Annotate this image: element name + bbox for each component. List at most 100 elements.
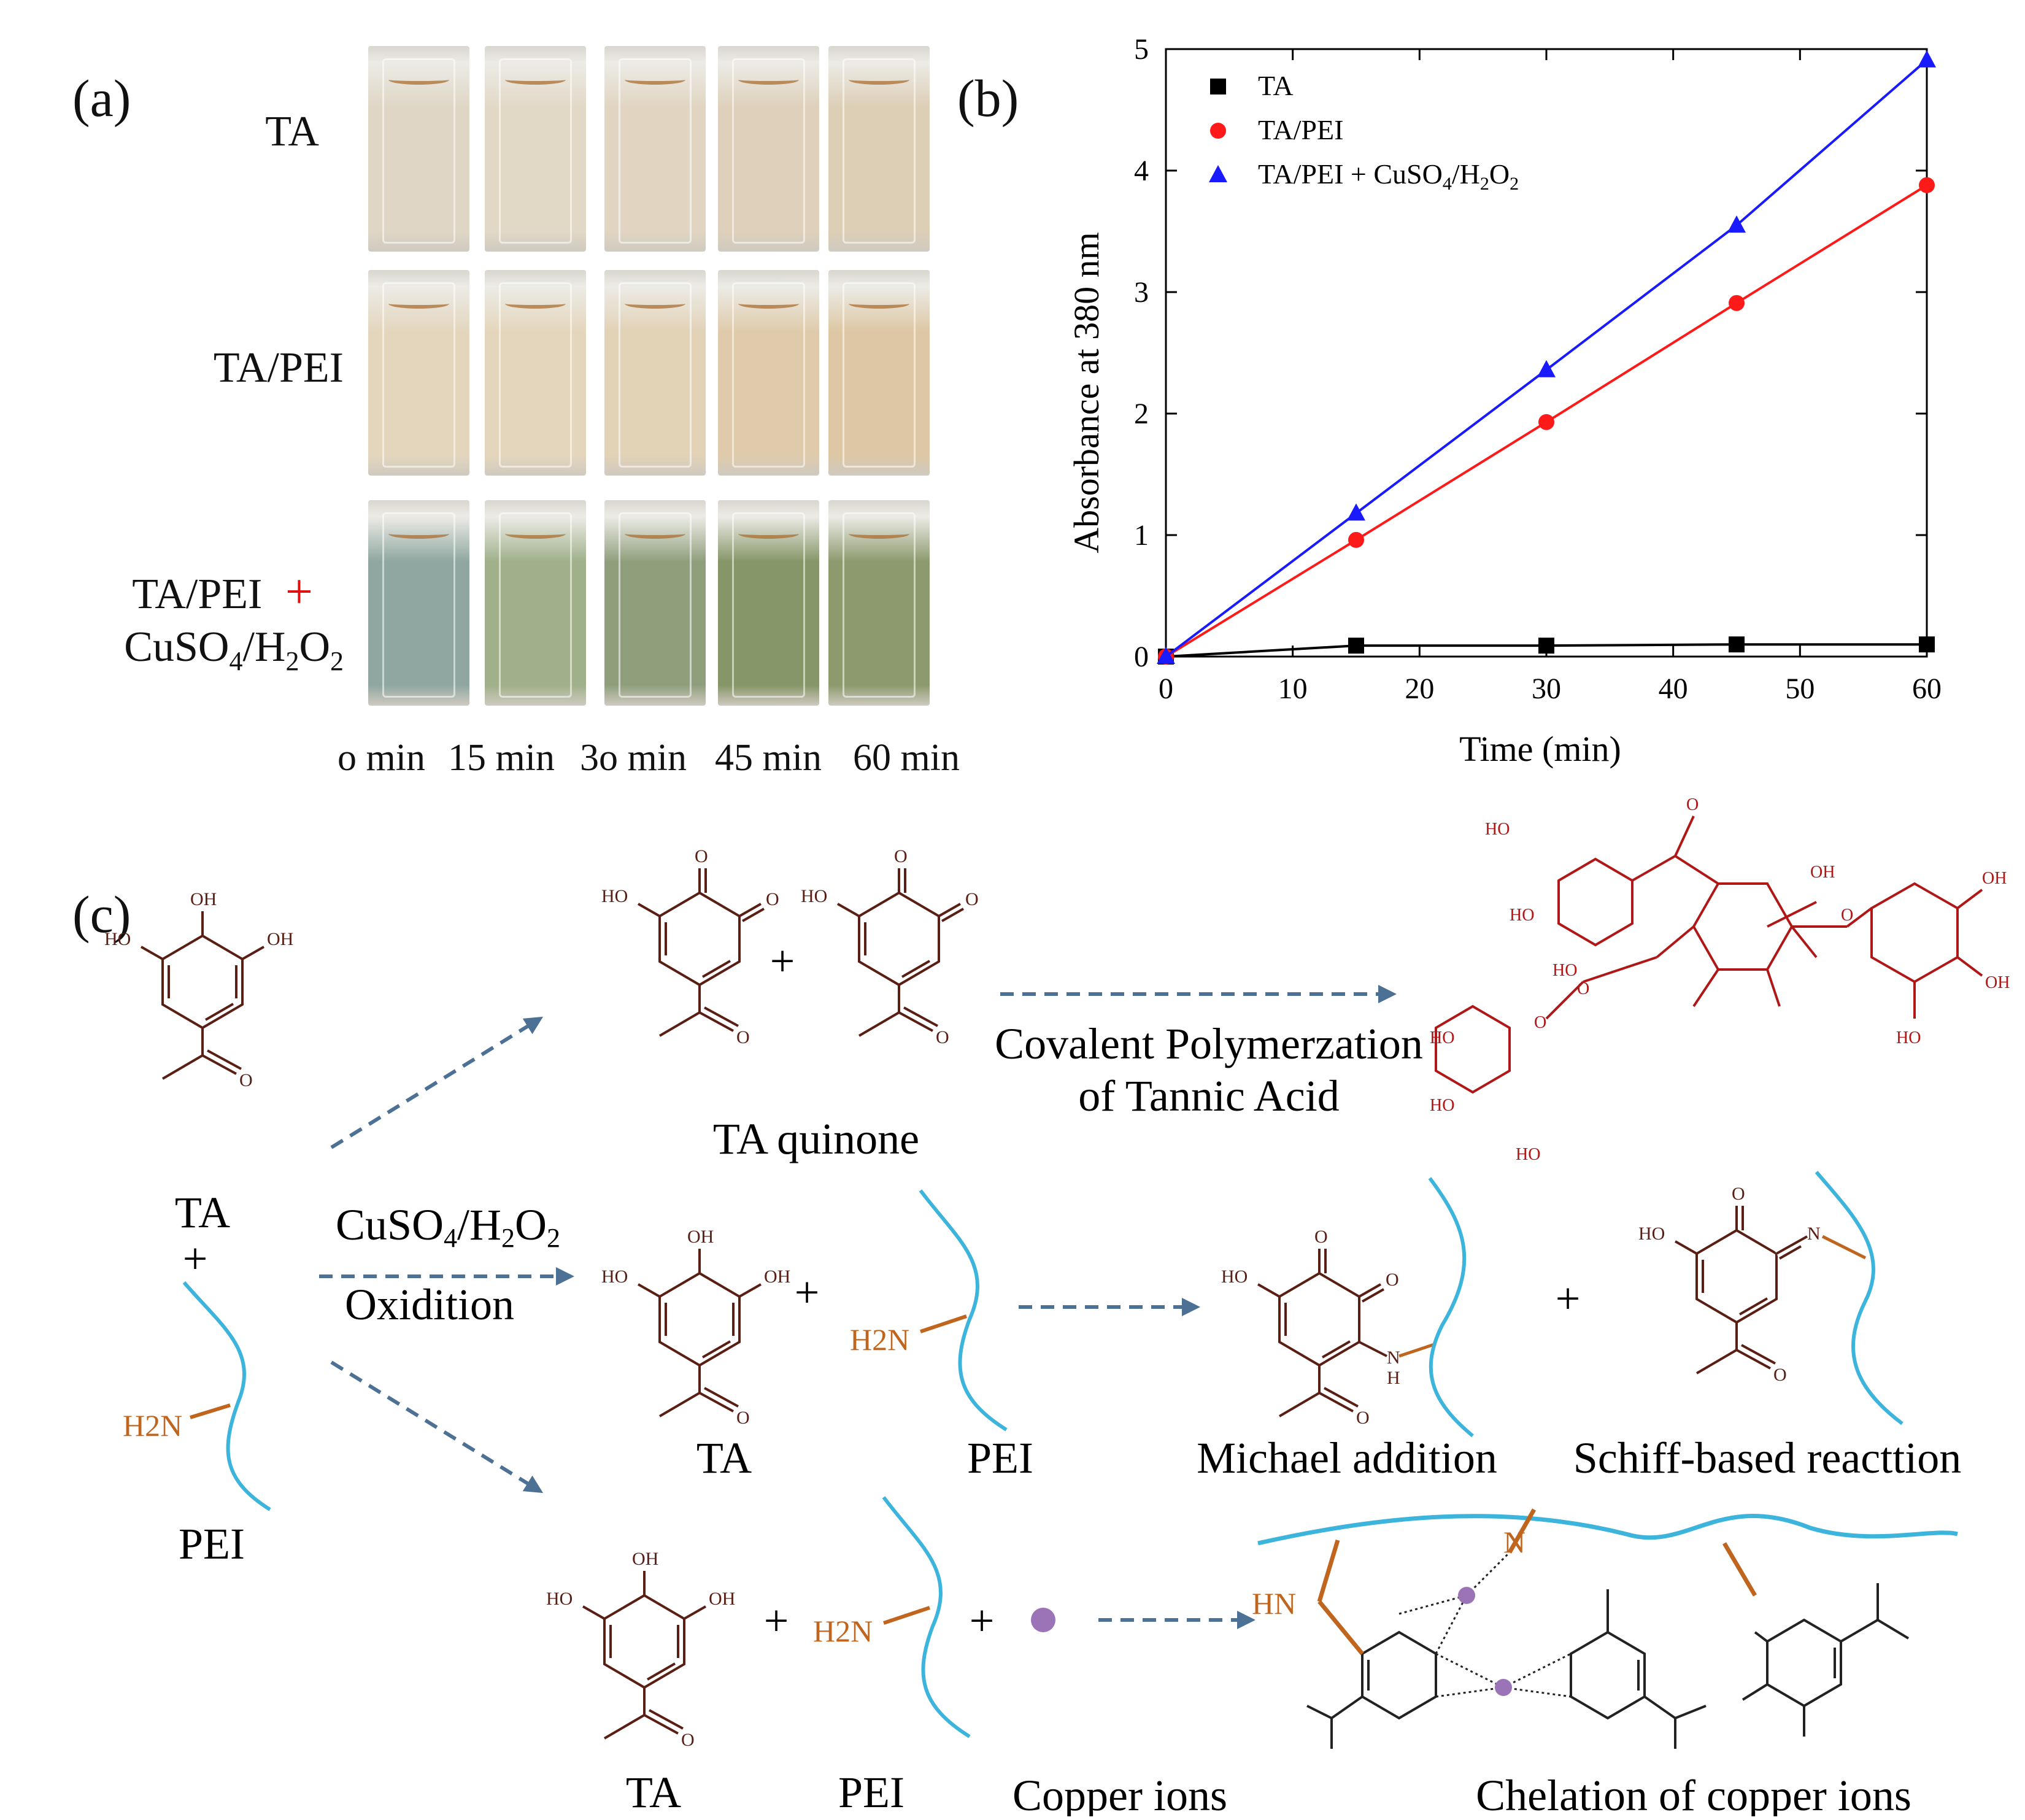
atom-ho: HO: [1896, 1028, 1921, 1047]
n-label: N: [1503, 1525, 1526, 1559]
pei-label-bottom: PEI: [838, 1768, 904, 1816]
data-point: [1157, 647, 1175, 664]
tannic-acid-labels: HO HO HO O OH O OH OH HO HO HO HO O O: [1430, 798, 2010, 1164]
plus-left: +: [183, 1234, 208, 1283]
cuvette-glass: [619, 282, 692, 468]
hn-chain-bond: [1317, 1539, 1340, 1603]
amine-bond-middle: [920, 1314, 967, 1333]
data-point: [1727, 215, 1746, 233]
y-tick-label: 3: [1134, 276, 1149, 309]
cuvette-meniscus: [625, 299, 685, 309]
cuvette: [828, 270, 930, 476]
atom-o: O: [736, 1027, 750, 1047]
plus-middle: +: [795, 1268, 820, 1317]
atom-h: H: [1387, 1368, 1400, 1388]
y-tick-label: 0: [1134, 641, 1149, 673]
atom-o: O: [1732, 1184, 1745, 1204]
atom-oh: OH: [687, 1227, 714, 1247]
cuvette: [368, 500, 469, 706]
oxidation-label: Oxidition: [345, 1280, 514, 1329]
atom-oh: OH: [267, 929, 293, 949]
cuvette: [718, 500, 819, 706]
cuvette-glass: [843, 512, 916, 698]
ta-label-bottom: TA: [626, 1768, 681, 1816]
atom-oh: OH: [632, 1549, 658, 1569]
arrow-up: [330, 1016, 544, 1149]
atom-oh: OH: [1982, 869, 2007, 888]
cuvette-glass: [382, 512, 455, 698]
chelation-label: Chelation of copper ions: [1476, 1771, 1911, 1816]
row-label-ta-pei-cu: TA/PEI +: [80, 565, 313, 620]
x-tick-label: 20: [1405, 673, 1434, 705]
data-point: [1918, 50, 1936, 67]
atom-o: O: [736, 1408, 750, 1428]
atom-oh: OH: [709, 1589, 735, 1609]
atom-oh: OH: [190, 889, 217, 909]
row-label-reagent: CuSO4/H2O2: [124, 623, 344, 676]
pei-chain-bottom: [882, 1496, 971, 1738]
schiff-product: O HO N O: [1638, 1184, 1867, 1385]
atom-o: O: [965, 889, 979, 909]
atom-oh: OH: [1985, 973, 2010, 992]
cuvette-glass: [843, 58, 916, 244]
ta-quinone-label: TA quinone: [713, 1114, 919, 1163]
x-axis-label: Time (min): [1459, 729, 1621, 769]
series-circle: [1158, 177, 1935, 665]
plus-bottom-1: +: [764, 1596, 789, 1645]
panel-c-label: (c): [72, 885, 131, 944]
cuvette-meniscus: [849, 299, 909, 309]
data-point: [1538, 414, 1554, 430]
copper-ion-chelated-2: [1495, 1679, 1512, 1696]
cuvette-glass: [619, 512, 692, 698]
ta-label-middle: TA: [696, 1433, 752, 1483]
amine-bond-bottom: [883, 1606, 930, 1625]
atom-o: O: [766, 889, 779, 909]
row-label-plus: +: [285, 565, 313, 619]
cuvette-glass: [843, 282, 916, 468]
cuvette-meniscus: [849, 75, 909, 85]
atom-ho: HO: [1430, 1096, 1454, 1115]
cuvette-meniscus: [849, 529, 909, 539]
panel-a-label: (a): [72, 69, 131, 128]
x-tick-label: 60: [1912, 673, 1942, 705]
schiff-label: Schiff-based reacttion: [1573, 1433, 1961, 1483]
y-tick-label: 2: [1134, 398, 1149, 430]
x-tick-label: 30: [1532, 673, 1561, 705]
h2n-label: H2N: [123, 1408, 182, 1443]
data-point: [1347, 503, 1365, 521]
atom-oh: OH: [764, 1267, 790, 1287]
atom-ho: HO: [1430, 1028, 1454, 1047]
atom-o: O: [1773, 1365, 1787, 1385]
legend-label: TA/PEI: [1258, 114, 1343, 145]
cuvette-meniscus: [505, 529, 566, 539]
cuvette-glass: [382, 58, 455, 244]
data-point: [1348, 638, 1364, 654]
pei-chain-left: [182, 1281, 271, 1511]
series-line: [1165, 59, 1928, 658]
row-label-ta: TA: [265, 108, 319, 155]
data-point: [1729, 636, 1745, 653]
atom-ho: HO: [1516, 1145, 1540, 1164]
cuvette-glass: [732, 512, 805, 698]
x-tick-label: 40: [1659, 673, 1688, 705]
data-point: [1209, 165, 1227, 182]
cuvette-meniscus: [625, 529, 685, 539]
atom-o: O: [1534, 1013, 1546, 1032]
reaction-scheme: OH HO OH O TA + H2N PEI CuSO4/H2O2 Oxidi…: [104, 798, 2010, 1816]
time-label-15: 15 min: [448, 737, 555, 779]
cuvette: [485, 500, 586, 706]
n-chain-bond: [1507, 1508, 1537, 1554]
time-label-0: o min: [338, 737, 425, 779]
time-label-45: 45 min: [715, 737, 822, 779]
michael-label: Michael addition: [1197, 1433, 1497, 1483]
cuvette-meniscus: [505, 299, 566, 309]
atom-ho: HO: [1221, 1267, 1248, 1287]
atom-o: O: [894, 846, 908, 866]
data-point: [1210, 79, 1226, 94]
plus-quinone: +: [770, 936, 795, 985]
h2n-label-bottom: H2N: [813, 1614, 873, 1648]
cuvette-meniscus: [388, 529, 449, 539]
data-point: [1919, 636, 1935, 653]
cuvette: [485, 270, 586, 476]
covalent-line-2: of Tannic Acid: [1078, 1071, 1340, 1120]
